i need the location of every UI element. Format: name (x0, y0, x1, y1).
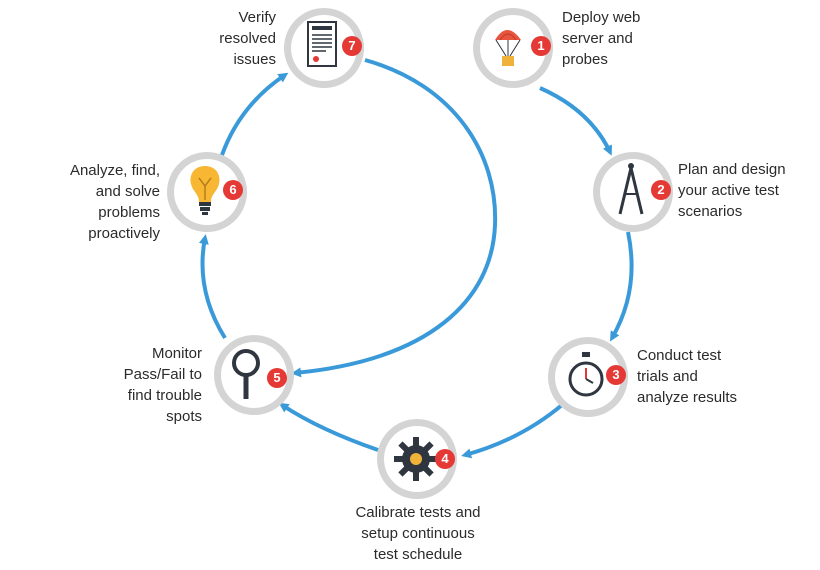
step-1-label: Deploy web server and probes (562, 9, 641, 68)
step-2-node: 2 (591, 150, 675, 234)
step-2-label: Plan and design your active test scenari… (678, 161, 786, 220)
step-6-label: Analyze, find, and solve problems proact… (69, 162, 160, 242)
step-1-node: 1 (471, 6, 555, 90)
step-4-badge: 4 (435, 449, 455, 469)
step-3-label: Conduct test trials and analyze results (637, 347, 738, 406)
step-7-label: Verify resolved issues (219, 9, 276, 68)
step-3-node: 3 (546, 335, 630, 419)
step-5-badge: 5 (267, 368, 287, 388)
step-3-badge: 3 (606, 365, 626, 385)
step-6-node: 6 (165, 150, 249, 234)
document-icon (307, 21, 337, 67)
arrow-2-to-3 (609, 231, 634, 342)
arrow-3-to-4 (461, 403, 564, 459)
step-6-badge: 6 (223, 180, 243, 200)
arrow-1-to-2 (539, 86, 612, 156)
step-5-label: Monitor Pass/Fail to find trouble spots (123, 345, 202, 425)
arrow-5-to-6 (198, 234, 227, 340)
step-1-badge: 1 (531, 36, 551, 56)
step-7-badge: 7 (342, 36, 362, 56)
step-4-label: Calibrate tests and setup continuous tes… (355, 504, 481, 563)
gear-icon (394, 437, 438, 481)
compass-icon (618, 163, 644, 215)
step-5-node: 5 (212, 333, 296, 417)
step-7-node: 7 (282, 6, 366, 90)
step-4-node: 4 (375, 417, 459, 501)
parachute-icon (495, 30, 521, 66)
stopwatch-icon (568, 352, 604, 397)
magnifier-icon (232, 349, 260, 399)
lightbulb-icon (190, 166, 220, 215)
arrow-4-to-5 (278, 402, 379, 452)
arrow-6-to-7 (220, 72, 289, 156)
arrow-7-to-5 (291, 58, 498, 378)
step-2-badge: 2 (651, 180, 671, 200)
